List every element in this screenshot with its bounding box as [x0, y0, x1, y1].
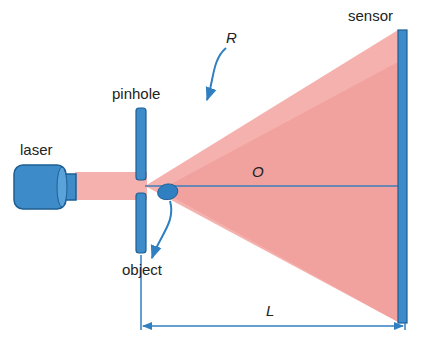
part-label: laser	[20, 142, 53, 159]
part-label: pinhole	[112, 86, 160, 103]
dimension-line	[141, 255, 405, 330]
part-label: sensor	[348, 8, 393, 25]
light-cone	[145, 30, 398, 322]
leader-line	[152, 201, 171, 258]
sensor-plate	[398, 30, 407, 323]
symbol-label: R	[226, 30, 237, 47]
pinhole-plate	[136, 108, 146, 253]
laser-source	[14, 165, 76, 209]
dimension-label: L	[266, 303, 274, 320]
symbol-label: O	[252, 164, 264, 181]
object-wave	[160, 62, 398, 322]
optical-axis	[145, 185, 398, 186]
part-label: object	[122, 262, 162, 279]
leader-line	[207, 48, 226, 100]
object-sample	[158, 184, 178, 200]
